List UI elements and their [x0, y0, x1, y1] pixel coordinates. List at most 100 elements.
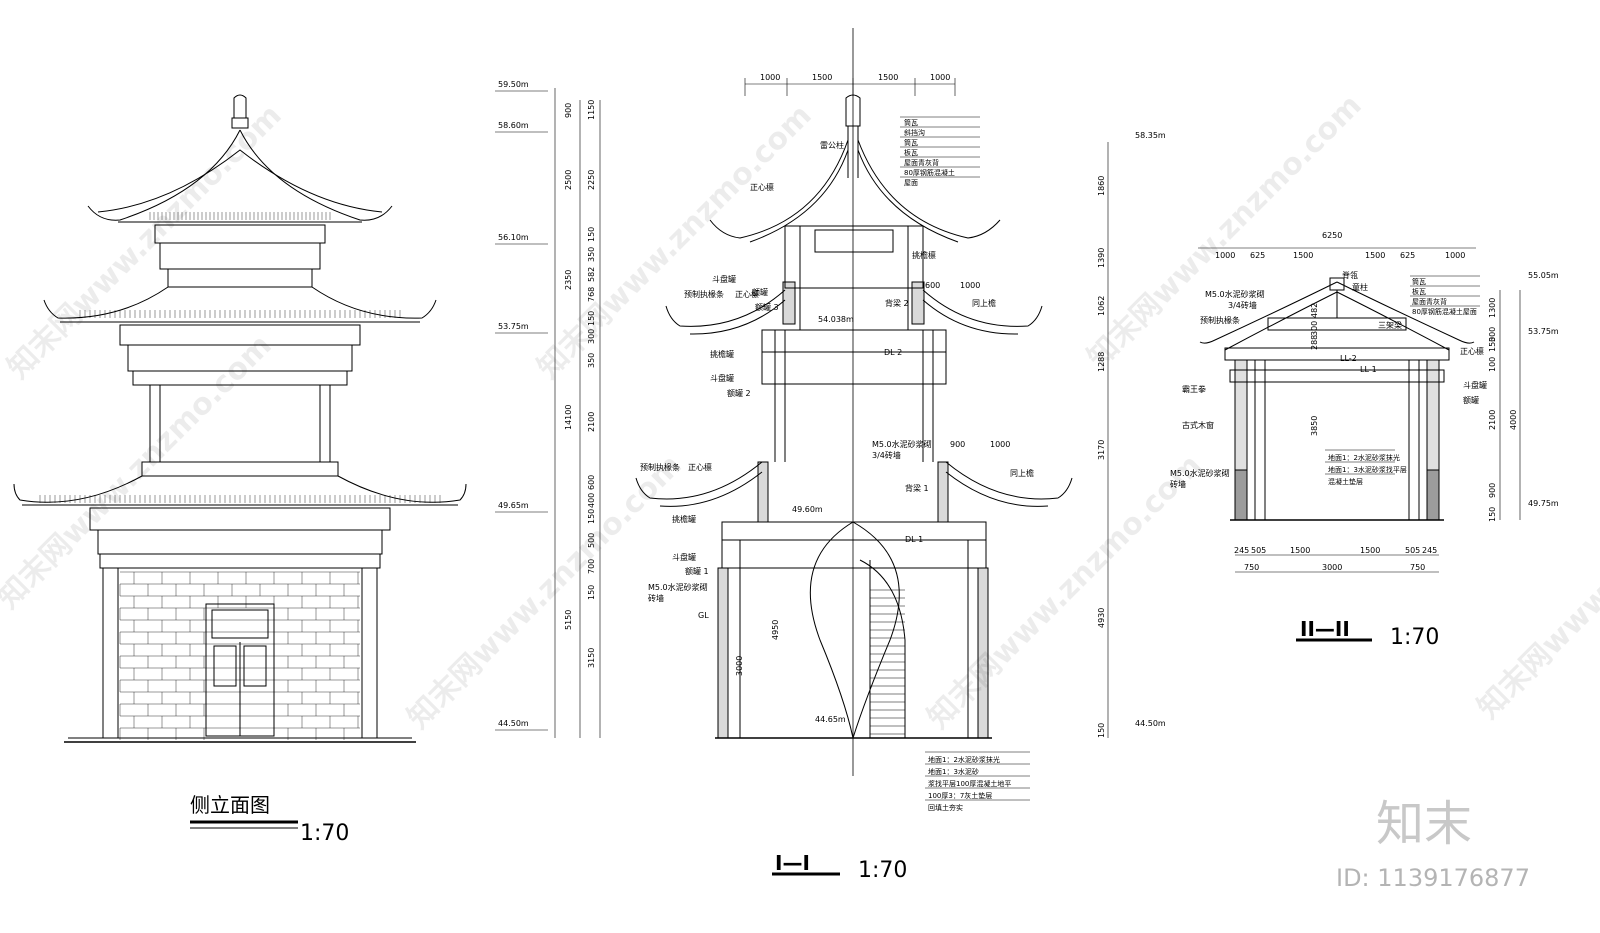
upper-floor-beam	[141, 461, 339, 477]
label-dl2: DL 2	[884, 348, 902, 357]
section-2-title: II—II	[1300, 617, 1350, 641]
vertical-dim: 3000	[735, 656, 744, 676]
top-frieze	[167, 268, 313, 288]
vertical-dim: 150	[1488, 507, 1497, 522]
section-1	[554, 28, 1073, 776]
side-elevation-title: 侧立面图	[190, 793, 270, 817]
vertical-dim: 400	[587, 493, 596, 508]
side-elevation	[13, 94, 467, 743]
label-precast: 预制执椽条	[1200, 315, 1240, 325]
spiral-stair	[859, 559, 906, 738]
vertical-dim: 500	[587, 533, 596, 548]
top-dim-value: 1000	[1445, 251, 1465, 260]
label-dudie: 斗盘罐	[712, 274, 736, 284]
roof-note: 80厚钢筋混凝土	[904, 168, 955, 177]
ll-2	[1224, 347, 1450, 361]
watermark: 知末网www.znzmo.com	[921, 448, 1209, 736]
floor-note: 地面1：3水泥砂浆找平层	[1328, 465, 1407, 474]
vertical-dim: 5150	[564, 610, 573, 630]
roof-note: 筒瓦	[904, 138, 918, 147]
label-brick-wall: 砖墙	[648, 593, 664, 603]
floor-note: 混凝土垫层	[1328, 477, 1363, 486]
vertical-dim: 150	[587, 227, 596, 242]
roof-note: 板瓦	[904, 148, 918, 157]
vertical-dim: 482	[1310, 303, 1319, 318]
section-1-title: I—I	[775, 851, 810, 875]
label-mortar: M5.0水泥砂浆砌	[1205, 289, 1265, 299]
vertical-dim: 1288	[1097, 352, 1106, 372]
vertical-dim: 2350	[564, 270, 573, 290]
watermark: 知末网www.znzmo.com	[401, 448, 689, 736]
label-mortar: M5.0水泥砂浆砌	[872, 439, 932, 449]
floor-note: 地面1：2水泥砂浆抹光	[1328, 453, 1400, 462]
top-dim-value: 1000	[760, 73, 780, 82]
brick-pattern	[119, 571, 360, 740]
finial-base	[231, 117, 249, 129]
level-marker: 44.50m	[498, 719, 529, 728]
watermark: 知末网www.znzmo.com	[1471, 438, 1600, 726]
dim-value: 1000	[960, 281, 980, 290]
middle-beam	[761, 329, 947, 353]
label-dudie: 斗盘罐	[710, 373, 734, 383]
level-marker: 53.75m	[498, 322, 529, 331]
vertical-dim: 300	[1488, 327, 1497, 342]
top-dim-value: 1000	[1215, 251, 1235, 260]
label-mortar: M5.0水泥砂浆砌	[648, 582, 708, 592]
vertical-dim: 100	[1488, 357, 1497, 372]
vertical-dim: 288	[1310, 335, 1319, 350]
ll-1	[1229, 369, 1445, 383]
roof	[1199, 281, 1475, 344]
vertical-dim: 2500	[564, 170, 573, 190]
vertical-dim: 150	[1488, 337, 1497, 352]
bottom-dim-value: 505	[1251, 546, 1266, 555]
lower-dougong	[97, 529, 383, 555]
label-dl1: DL 1	[905, 535, 923, 544]
label-brick-wall: 砖墙	[1170, 479, 1186, 489]
level-marker: 58.35m	[1135, 131, 1166, 140]
bottom-dim-value: 245	[1422, 546, 1437, 555]
vertical-dim: 2250	[587, 170, 596, 190]
brand-logo: 知末	[1376, 796, 1472, 852]
section-2	[1107, 142, 1521, 738]
lower-bracket-band	[89, 507, 391, 531]
bottom-dim-value: 3000	[1322, 563, 1342, 572]
vertical-dim: 900	[564, 103, 573, 118]
label-ridge: 脊瓴	[1342, 270, 1358, 280]
vertical-dim: 600	[587, 475, 596, 490]
roof-note: 筒瓦	[1412, 277, 1426, 286]
label-dudie: 斗盘罐	[672, 552, 696, 562]
level-marker: 44.50m	[1135, 719, 1166, 728]
label-ll1: LL-1	[1360, 365, 1377, 374]
section-2-scale: 1:70	[1390, 625, 1439, 650]
label-wall: 3/4砖墙	[1228, 300, 1257, 310]
level-marker: 53.75m	[1528, 327, 1559, 336]
label-ll2: LL-2	[1340, 354, 1357, 363]
vertical-dim: 700	[587, 559, 596, 574]
level-marker: 44.65m	[815, 715, 846, 724]
ground-beam	[99, 553, 381, 569]
finial	[233, 94, 247, 119]
vertical-dim: 150	[1097, 723, 1106, 738]
top-dim-value: 1500	[812, 73, 832, 82]
top-roof	[709, 139, 1001, 239]
level-marker: 49.65m	[498, 501, 529, 510]
label-e3: 额罐 3	[755, 302, 779, 312]
vertical-dim: 3850	[1310, 416, 1319, 436]
label-beam2: 背梁 2	[885, 298, 909, 308]
vertical-dim: 4000	[1509, 410, 1518, 430]
vertical-dim: 1860	[1097, 176, 1106, 196]
label-window: 古式木窗	[1182, 420, 1214, 430]
dim-value: 1000	[990, 440, 1010, 449]
label-zhengxin: 正心檩	[688, 462, 712, 472]
top-dim-value: 1500	[1365, 251, 1385, 260]
roof-note: 筒瓦	[904, 118, 918, 127]
roof-note: 屋面	[904, 179, 918, 187]
vertical-dim: 4950	[771, 620, 780, 640]
top-roof-curve	[87, 129, 393, 221]
brand-id: ID: 1139176877	[1336, 864, 1530, 892]
label-e2: 额罐 2	[727, 388, 751, 398]
bottom-dim-value: 1500	[1360, 546, 1380, 555]
vertical-dim: 14100	[564, 405, 573, 430]
vertical-dim: 1390	[1097, 248, 1106, 268]
